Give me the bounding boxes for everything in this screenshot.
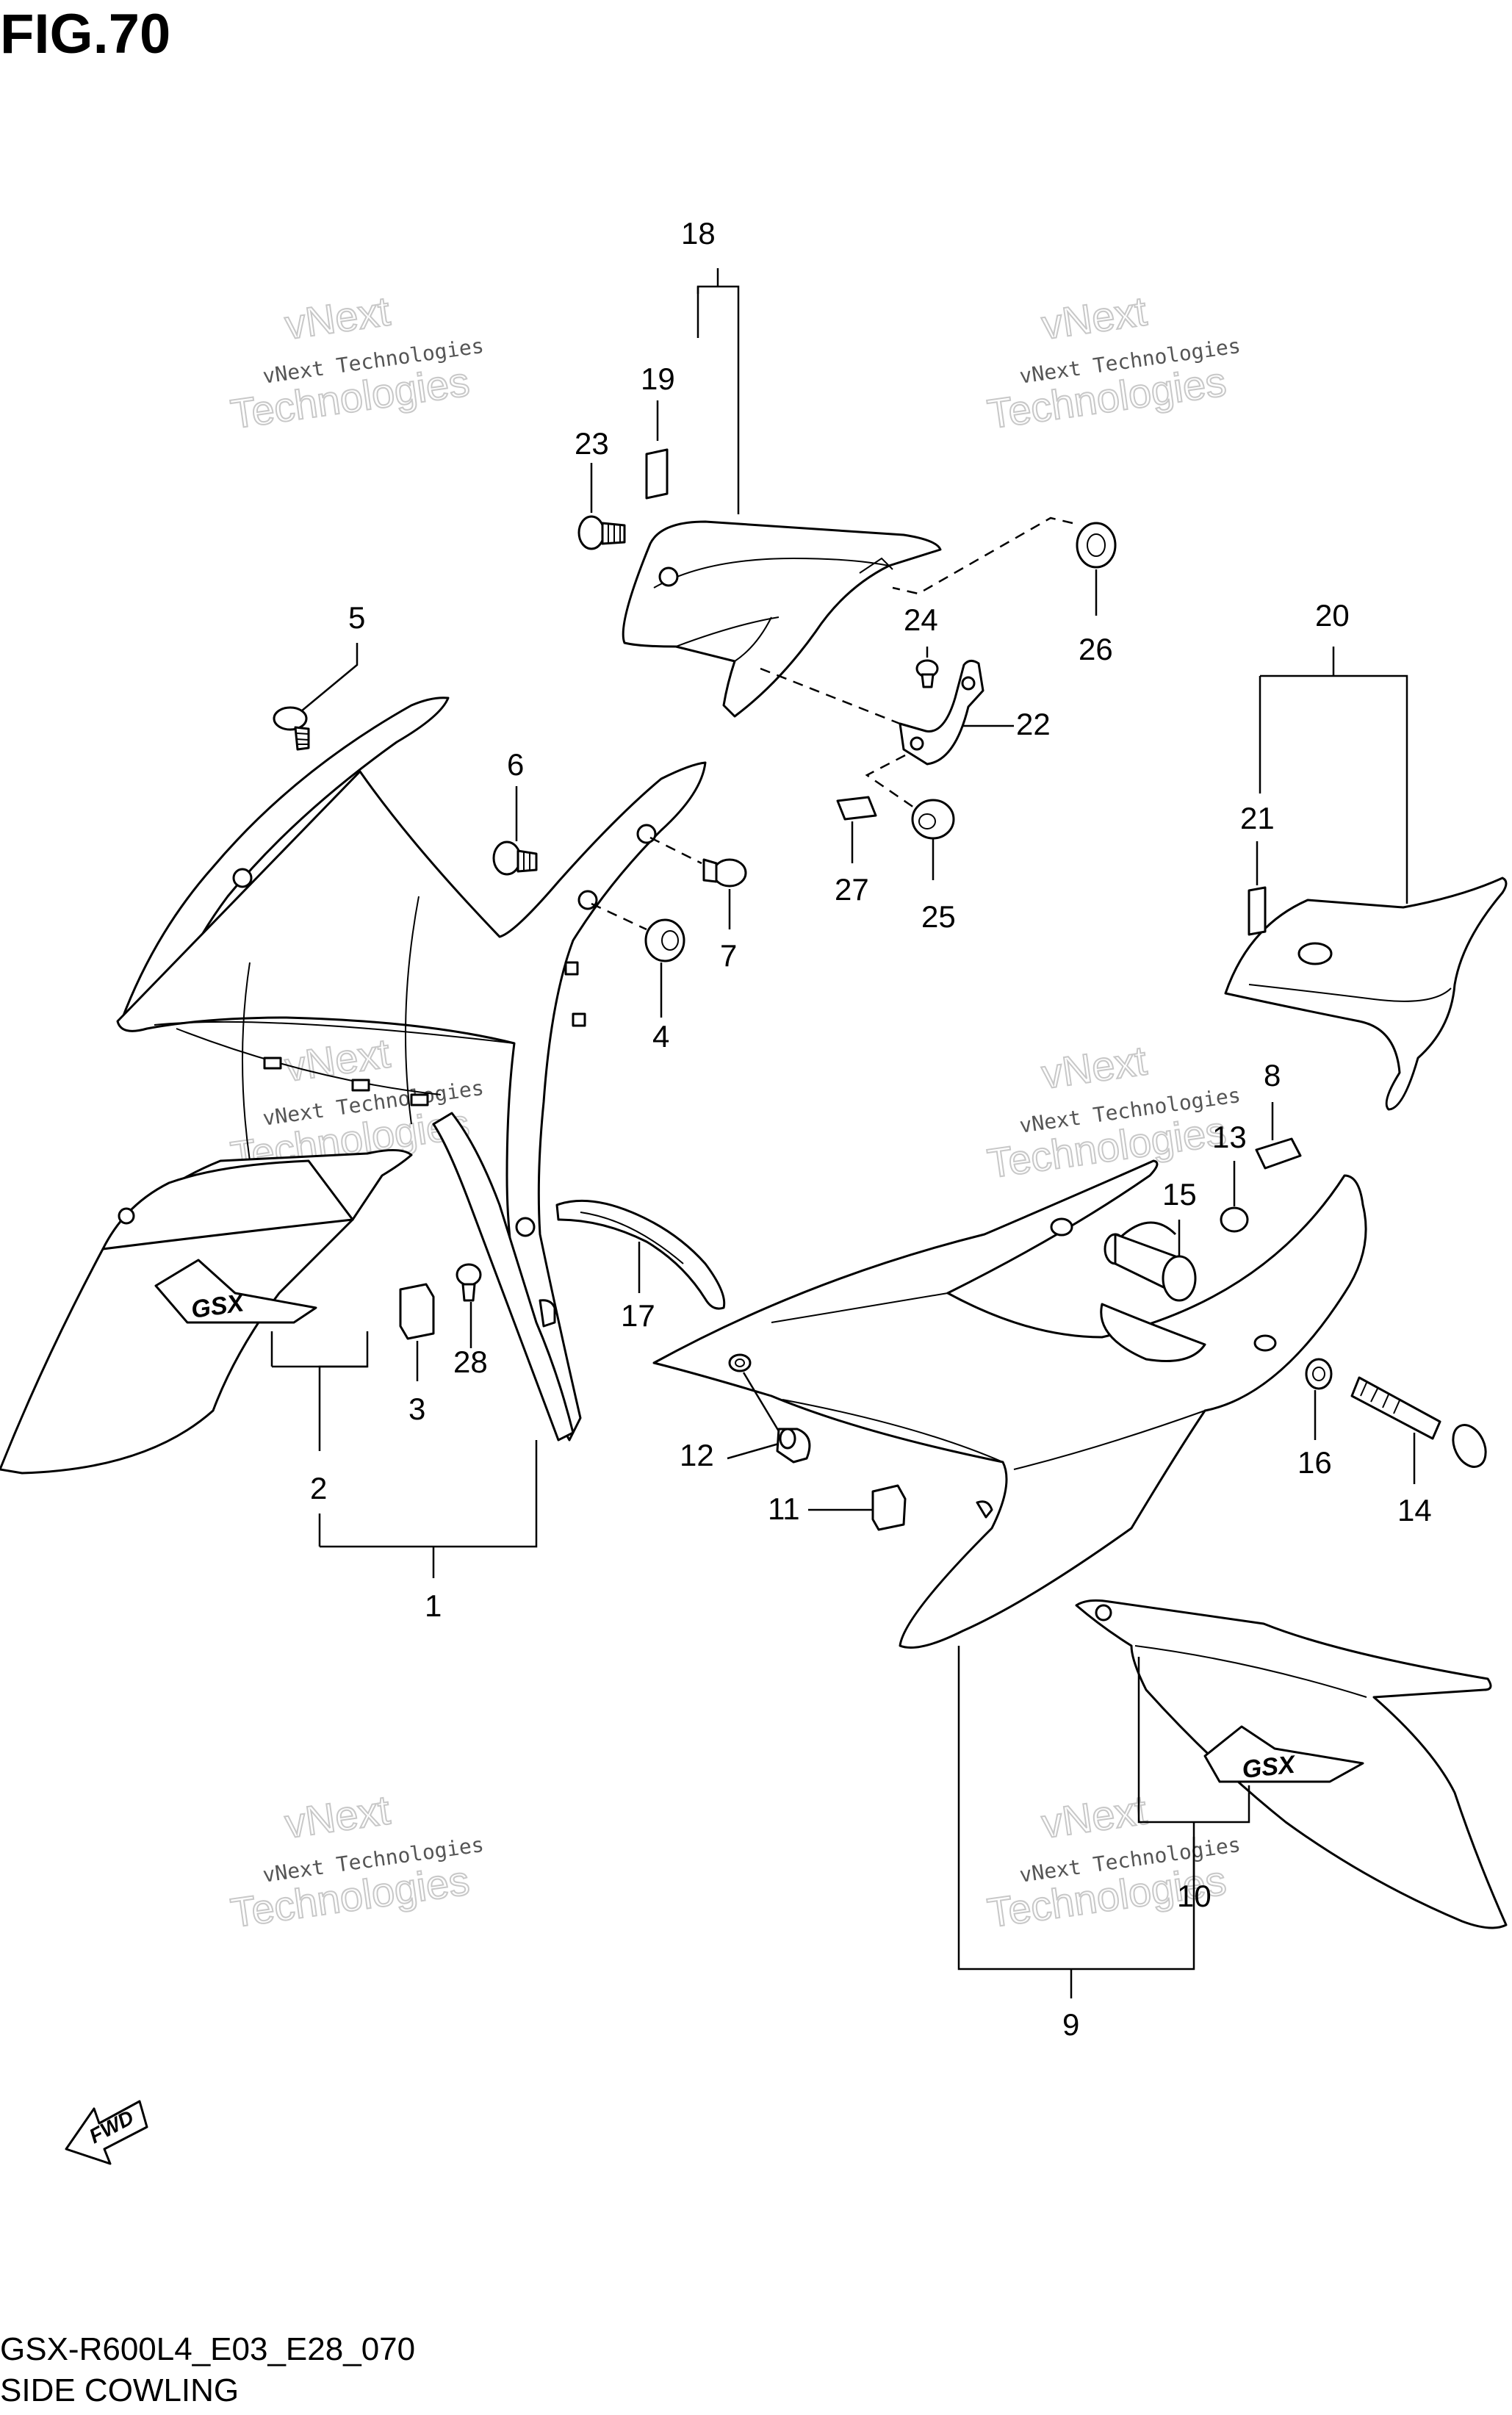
side-panel-right: GSX (1075, 1599, 1508, 1929)
callout-2: 2 (310, 1471, 327, 1505)
fastener-7 (702, 858, 747, 888)
bolt-14 (1350, 1376, 1487, 1468)
bolt-23 (577, 515, 626, 550)
leader-lines (270, 268, 1416, 1998)
collar-16 (1305, 1358, 1333, 1390)
watermark-top-right: vNext Technologies vNext Technologies (984, 287, 1242, 438)
callout-6: 6 (507, 747, 524, 782)
callout-9: 9 (1062, 2007, 1079, 2042)
assembly-line (591, 902, 647, 931)
watermark-top-left: vNext Technologies vNext Technologies (227, 287, 485, 438)
callout-22: 22 (1016, 707, 1051, 741)
model-code: GSX-R600L4_E03_E28_070 (0, 2331, 415, 2367)
tape-27 (836, 796, 877, 821)
callout-8: 8 (1264, 1058, 1281, 1093)
section-name: SIDE COWLING (0, 2372, 239, 2408)
figure-title: FIG.70 (0, 3, 170, 65)
grommet-25 (911, 799, 955, 840)
callout-labels: 18 19 23 24 26 22 27 25 5 6 7 4 20 21 8 … (310, 216, 1432, 2042)
watermark-brand: vNext (1039, 1037, 1150, 1097)
callout-14: 14 (1397, 1493, 1432, 1527)
assembly-line (760, 667, 901, 725)
bolt-6 (492, 841, 538, 876)
callout-13: 13 (1212, 1120, 1247, 1154)
inner-panel-right (1224, 877, 1508, 1111)
decal-19 (645, 448, 669, 500)
grommet-26 (1076, 522, 1117, 569)
assembly-line (649, 836, 702, 865)
cap-nut-3 (399, 1283, 435, 1340)
callout-17: 17 (621, 1298, 655, 1333)
garnish-17 (555, 1199, 726, 1310)
callout-4: 4 (652, 1019, 669, 1054)
watermark-mid-right: vNext Technologies vNext Technologies (984, 1036, 1242, 1187)
lower-cowl-right (652, 1159, 1367, 1649)
callout-11: 11 (768, 1491, 800, 1526)
bracket-22 (899, 660, 984, 766)
callout-3: 3 (408, 1392, 425, 1426)
watermark-brand: vNext (282, 287, 393, 348)
bolt-5 (273, 706, 310, 751)
callout-24: 24 (904, 602, 938, 637)
watermark-mid-left: vNext Technologies vNext Technologies (227, 1029, 485, 1180)
callout-18: 18 (681, 216, 716, 251)
callout-27: 27 (835, 872, 869, 907)
callout-28: 28 (453, 1345, 488, 1379)
grommet-13 (1220, 1206, 1249, 1233)
gsx-logo-lettering: GSX (1241, 1750, 1298, 1784)
callout-26: 26 (1079, 632, 1113, 666)
callout-21: 21 (1240, 801, 1275, 835)
bolt-28 (456, 1263, 482, 1302)
upper-cowl-frame (116, 697, 707, 1442)
fwd-arrow-icon: FWD (65, 2100, 148, 2165)
spacer-15 (1104, 1233, 1197, 1302)
watermark-brand: vNext (282, 1786, 393, 1846)
washer-12a (728, 1353, 752, 1372)
watermark-brand: vNext (1039, 1786, 1150, 1846)
watermark-brand: vNext (282, 1029, 393, 1090)
callout-20: 20 (1315, 598, 1350, 633)
callout-10: 10 (1177, 1879, 1212, 1913)
decal-21 (1248, 886, 1267, 936)
screw-24 (915, 659, 939, 688)
watermark-brand: vNext (1039, 287, 1150, 348)
callout-15: 15 (1162, 1177, 1197, 1212)
inner-cowling-upper (622, 520, 942, 718)
callout-25: 25 (921, 899, 956, 934)
callout-1: 1 (425, 1588, 442, 1623)
callout-23: 23 (575, 426, 609, 461)
callout-12: 12 (680, 1438, 714, 1472)
assembly-line (865, 754, 926, 817)
callout-16: 16 (1297, 1445, 1332, 1480)
bolt-12 (776, 1428, 811, 1464)
callout-5: 5 (348, 600, 365, 635)
watermark-bottom-left: vNext Technologies vNext Technologies (227, 1785, 485, 1937)
side-panel-left: GSX (0, 1149, 413, 1475)
grommet-4 (644, 918, 685, 962)
tape-8 (1255, 1137, 1302, 1170)
callout-19: 19 (641, 361, 675, 396)
cap-nut-11 (871, 1484, 907, 1531)
callout-7: 7 (720, 938, 737, 973)
